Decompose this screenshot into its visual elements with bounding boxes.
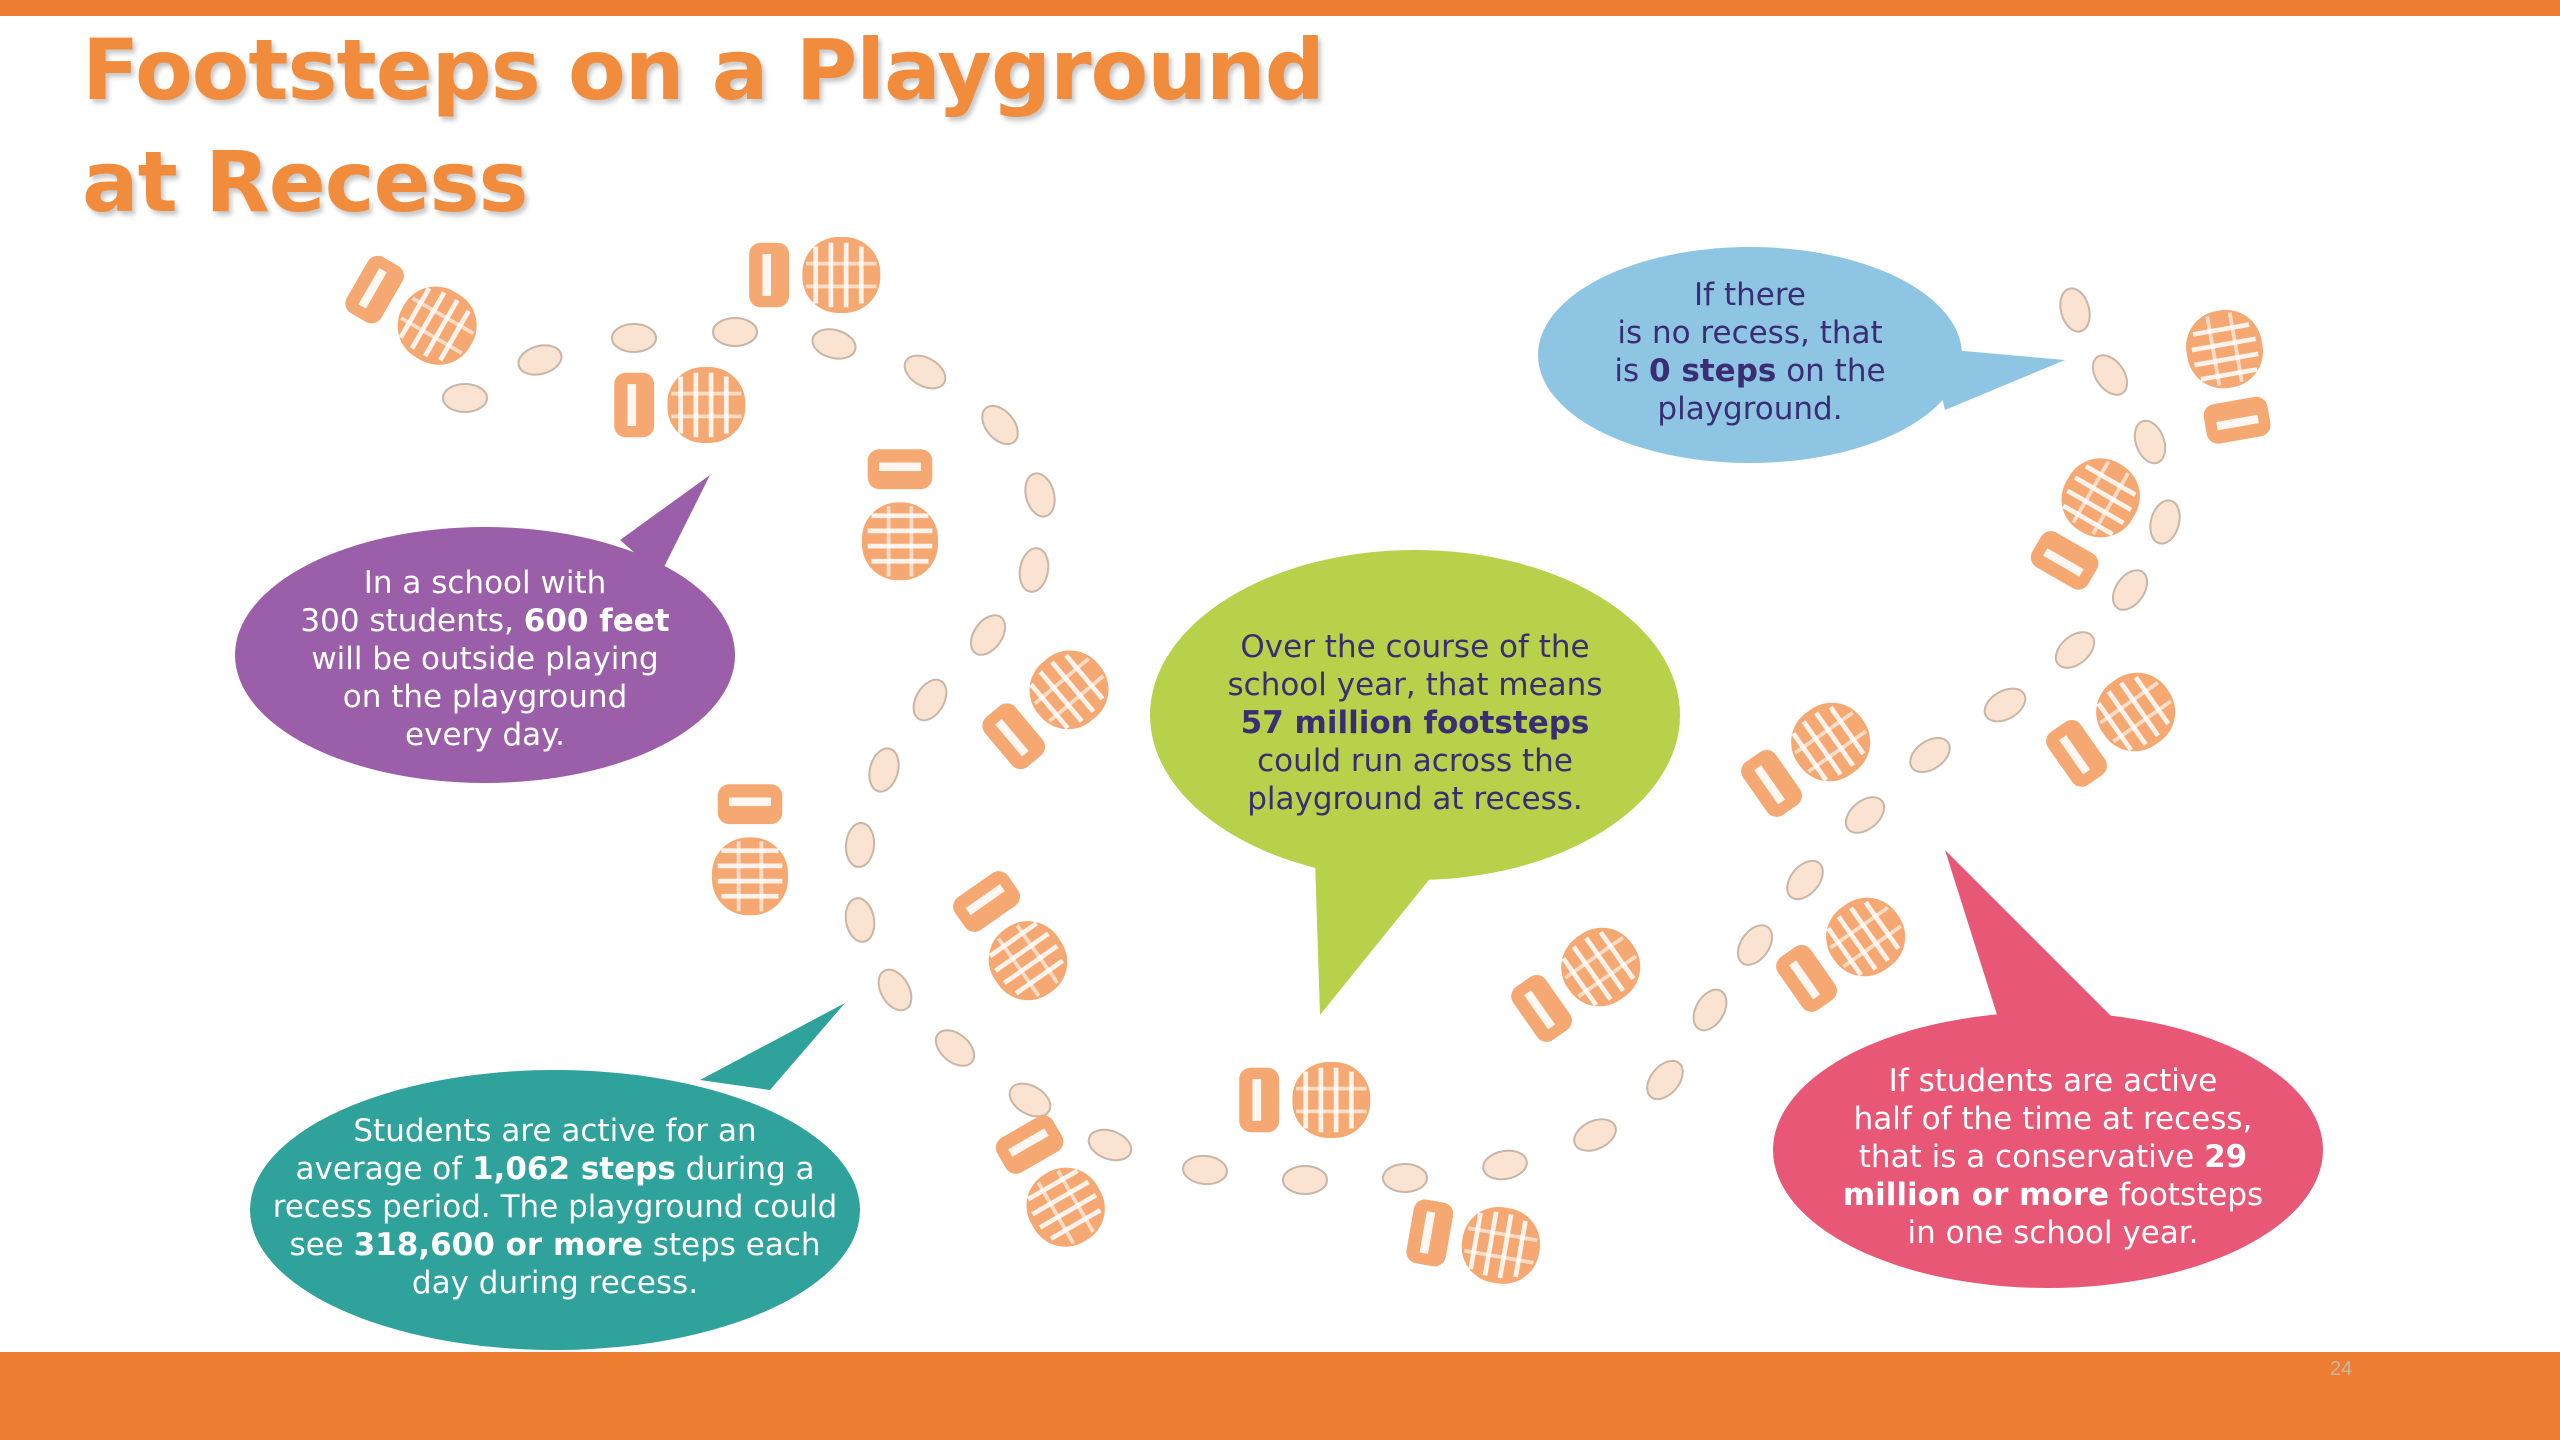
purple-line-4: on the playground <box>342 679 628 715</box>
purple-line-2: 300 students, <box>300 603 524 639</box>
bubble-purple-shape <box>235 527 735 783</box>
purple-line-3: will be outside playing <box>311 641 659 677</box>
speech-bubble-shapes <box>235 247 2323 1350</box>
bubble-pink-shape <box>1773 1012 2323 1288</box>
teal-line-2c: during a <box>675 1151 815 1187</box>
teal-line-1: Students are active for an <box>353 1113 757 1149</box>
teal-line-5: day during recess. <box>411 1265 699 1301</box>
top-accent-bar <box>0 0 2560 16</box>
green-line-1: Over the course of the <box>1240 629 1590 665</box>
teal-line-4c: steps each <box>642 1227 821 1263</box>
bubble-blue-text: If there is no recess, that is 0 steps o… <box>1565 276 1935 428</box>
purple-line-5: every day. <box>405 717 565 753</box>
title-line-2: at Recess <box>82 133 528 231</box>
bubble-purple-text: In a school with 300 students, 600 feet … <box>265 564 705 754</box>
title-line-1: Footsteps on a Playground <box>82 21 1325 119</box>
teal-line-3: recess period. The playground could <box>272 1189 838 1225</box>
bubble-teal-shape <box>250 1070 860 1350</box>
blue-line-4: playground. <box>1657 391 1843 427</box>
bubble-blue-shape <box>1538 247 1962 463</box>
bubble-teal-text: Students are active for an average of 1,… <box>250 1112 860 1302</box>
pink-line-2: half of the time at recess, <box>1853 1101 2253 1137</box>
blue-line-3c: on the <box>1776 353 1886 389</box>
teal-highlight-2: 318,600 or more <box>353 1227 643 1263</box>
blue-line-2: is no recess, that <box>1617 315 1883 351</box>
pink-line-5: in one school year. <box>1907 1215 2199 1251</box>
green-line-2: school year, that means <box>1227 667 1603 703</box>
green-line-5: playground at recess. <box>1247 781 1583 817</box>
bubble-green-text: Over the course of the school year, that… <box>1180 628 1650 818</box>
teal-highlight-1: 1,062 steps <box>471 1151 676 1187</box>
blue-highlight: 0 steps <box>1649 353 1777 389</box>
purple-line-1: In a school with <box>363 565 607 601</box>
pink-line-1: If students are active <box>1888 1063 2218 1099</box>
teal-line-4a: see <box>289 1227 354 1263</box>
slide-title: Footsteps on a Playground at Recess <box>82 14 1325 238</box>
teal-line-2a: average of <box>295 1151 472 1187</box>
pink-highlight-1: 29 <box>2204 1139 2248 1175</box>
blue-line-1: If there <box>1694 277 1806 313</box>
blue-line-3a: is <box>1614 353 1650 389</box>
pink-highlight-2: million or more <box>1842 1177 2110 1213</box>
bubble-pink-text: If students are active half of the time … <box>1808 1062 2298 1252</box>
page-number: 24 <box>2330 1358 2353 1380</box>
pink-line-3a: that is a conservative <box>1858 1139 2205 1175</box>
bubble-green-shape <box>1150 550 1680 880</box>
green-highlight: 57 million footsteps <box>1240 705 1590 741</box>
green-line-4: could run across the <box>1257 743 1573 779</box>
bottom-accent-bar <box>0 1352 2560 1440</box>
purple-highlight: 600 feet <box>523 603 670 639</box>
pink-line-4b: footsteps <box>2109 1177 2264 1213</box>
